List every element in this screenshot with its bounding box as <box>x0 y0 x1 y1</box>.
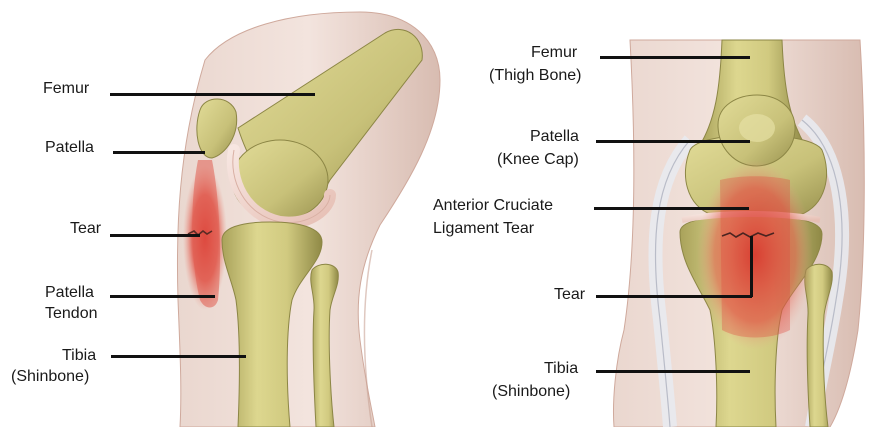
leader-tibia <box>111 355 246 358</box>
label-patella-tendon-line2: Tendon <box>45 304 98 324</box>
leader-tear-right-vertical <box>750 236 753 297</box>
leader-tear-right <box>596 295 752 298</box>
label-femur-right-line2: (Thigh Bone) <box>489 66 582 86</box>
label-femur-right-line1: Femur <box>531 43 577 63</box>
leader-femur <box>110 93 315 96</box>
label-tibia-line2: (Shinbone) <box>11 367 89 387</box>
label-tear: Tear <box>70 219 101 239</box>
label-patella-tendon-line1: Patella <box>45 283 94 303</box>
label-tibia-line1: Tibia <box>62 346 96 366</box>
label-acl-line2: Ligament Tear <box>433 219 534 239</box>
label-patella-right-line2: (Knee Cap) <box>497 150 579 170</box>
label-tibia-right-line2: (Shinbone) <box>492 382 570 402</box>
label-patella-right-line1: Patella <box>530 127 579 147</box>
leader-tibia-right <box>596 370 750 373</box>
label-tear-right: Tear <box>554 285 585 305</box>
leader-tear <box>110 234 200 237</box>
leader-patella-tendon <box>110 295 215 298</box>
leader-femur-right <box>600 56 750 59</box>
leader-patella-right <box>596 140 750 143</box>
label-tibia-right-line1: Tibia <box>544 359 578 379</box>
leader-acl <box>594 207 749 210</box>
leader-patella <box>113 151 205 154</box>
label-patella: Patella <box>45 138 94 158</box>
label-acl-line1: Anterior Cruciate <box>433 196 553 216</box>
label-femur: Femur <box>43 79 89 99</box>
